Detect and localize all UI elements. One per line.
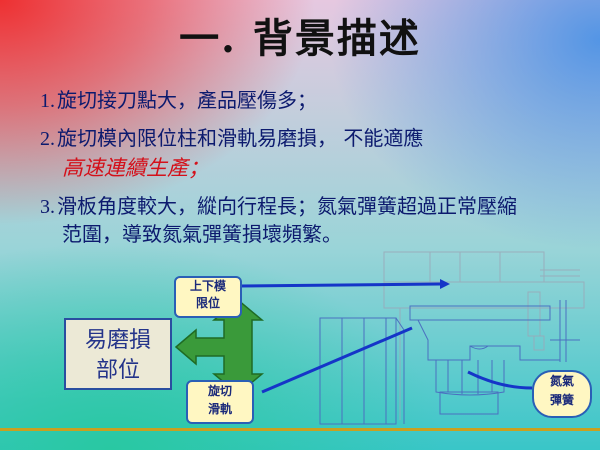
callout-slide-line1: 旋切 [207, 384, 232, 398]
callout-gas-spring: 氮氣 彈簧 [532, 370, 592, 418]
item-text: 旋切接刀點大，產品壓傷多； [57, 88, 317, 112]
callout-gas-line1: 氮氣 [549, 374, 574, 388]
callout-limit-line2: 限位 [195, 296, 220, 310]
wear-location-box: 易磨損 部位 [64, 318, 172, 390]
item-3-continued: 范圍，導致氮氣彈簧損壞頻繁。 [62, 218, 342, 247]
footer-rule [0, 428, 600, 431]
emphasis-text: 高速連續生產； [62, 156, 209, 180]
callout-limit-line1: 上下模 [189, 279, 226, 293]
wear-location-line1: 易磨損 [84, 328, 151, 353]
double-arrow-icon [174, 299, 265, 395]
slide-title: 一. 背景描述 [179, 15, 421, 62]
callout-slide-rail: 旋切 滑軌 [186, 380, 254, 424]
item-2: 2.旋切模內限位柱和滑軌易磨損， 不能適應 [40, 122, 423, 151]
item-text: 旋切模內限位柱和滑軌易磨損， 不能適應 [57, 126, 424, 150]
callout-gas-line2: 彈簧 [549, 393, 574, 407]
item-1: 1.旋切接刀點大，產品壓傷多； [40, 84, 317, 113]
item-text: 滑板角度較大，縱向行程長；氮氣彈簧超過正常壓縮 [57, 194, 517, 218]
callout-slide-line2: 滑軌 [207, 402, 232, 416]
item-number: 2. [40, 128, 55, 150]
item-text: 范圍，導致氮氣彈簧損壞頻繁。 [62, 222, 342, 246]
item-number: 3. [40, 196, 55, 218]
callout-limit: 上下模 限位 [174, 276, 242, 318]
item-number: 1. [40, 90, 55, 112]
item-3: 3.滑板角度較大，縱向行程長；氮氣彈簧超過正常壓縮 [40, 190, 517, 219]
wear-location-line2: 部位 [95, 358, 140, 383]
